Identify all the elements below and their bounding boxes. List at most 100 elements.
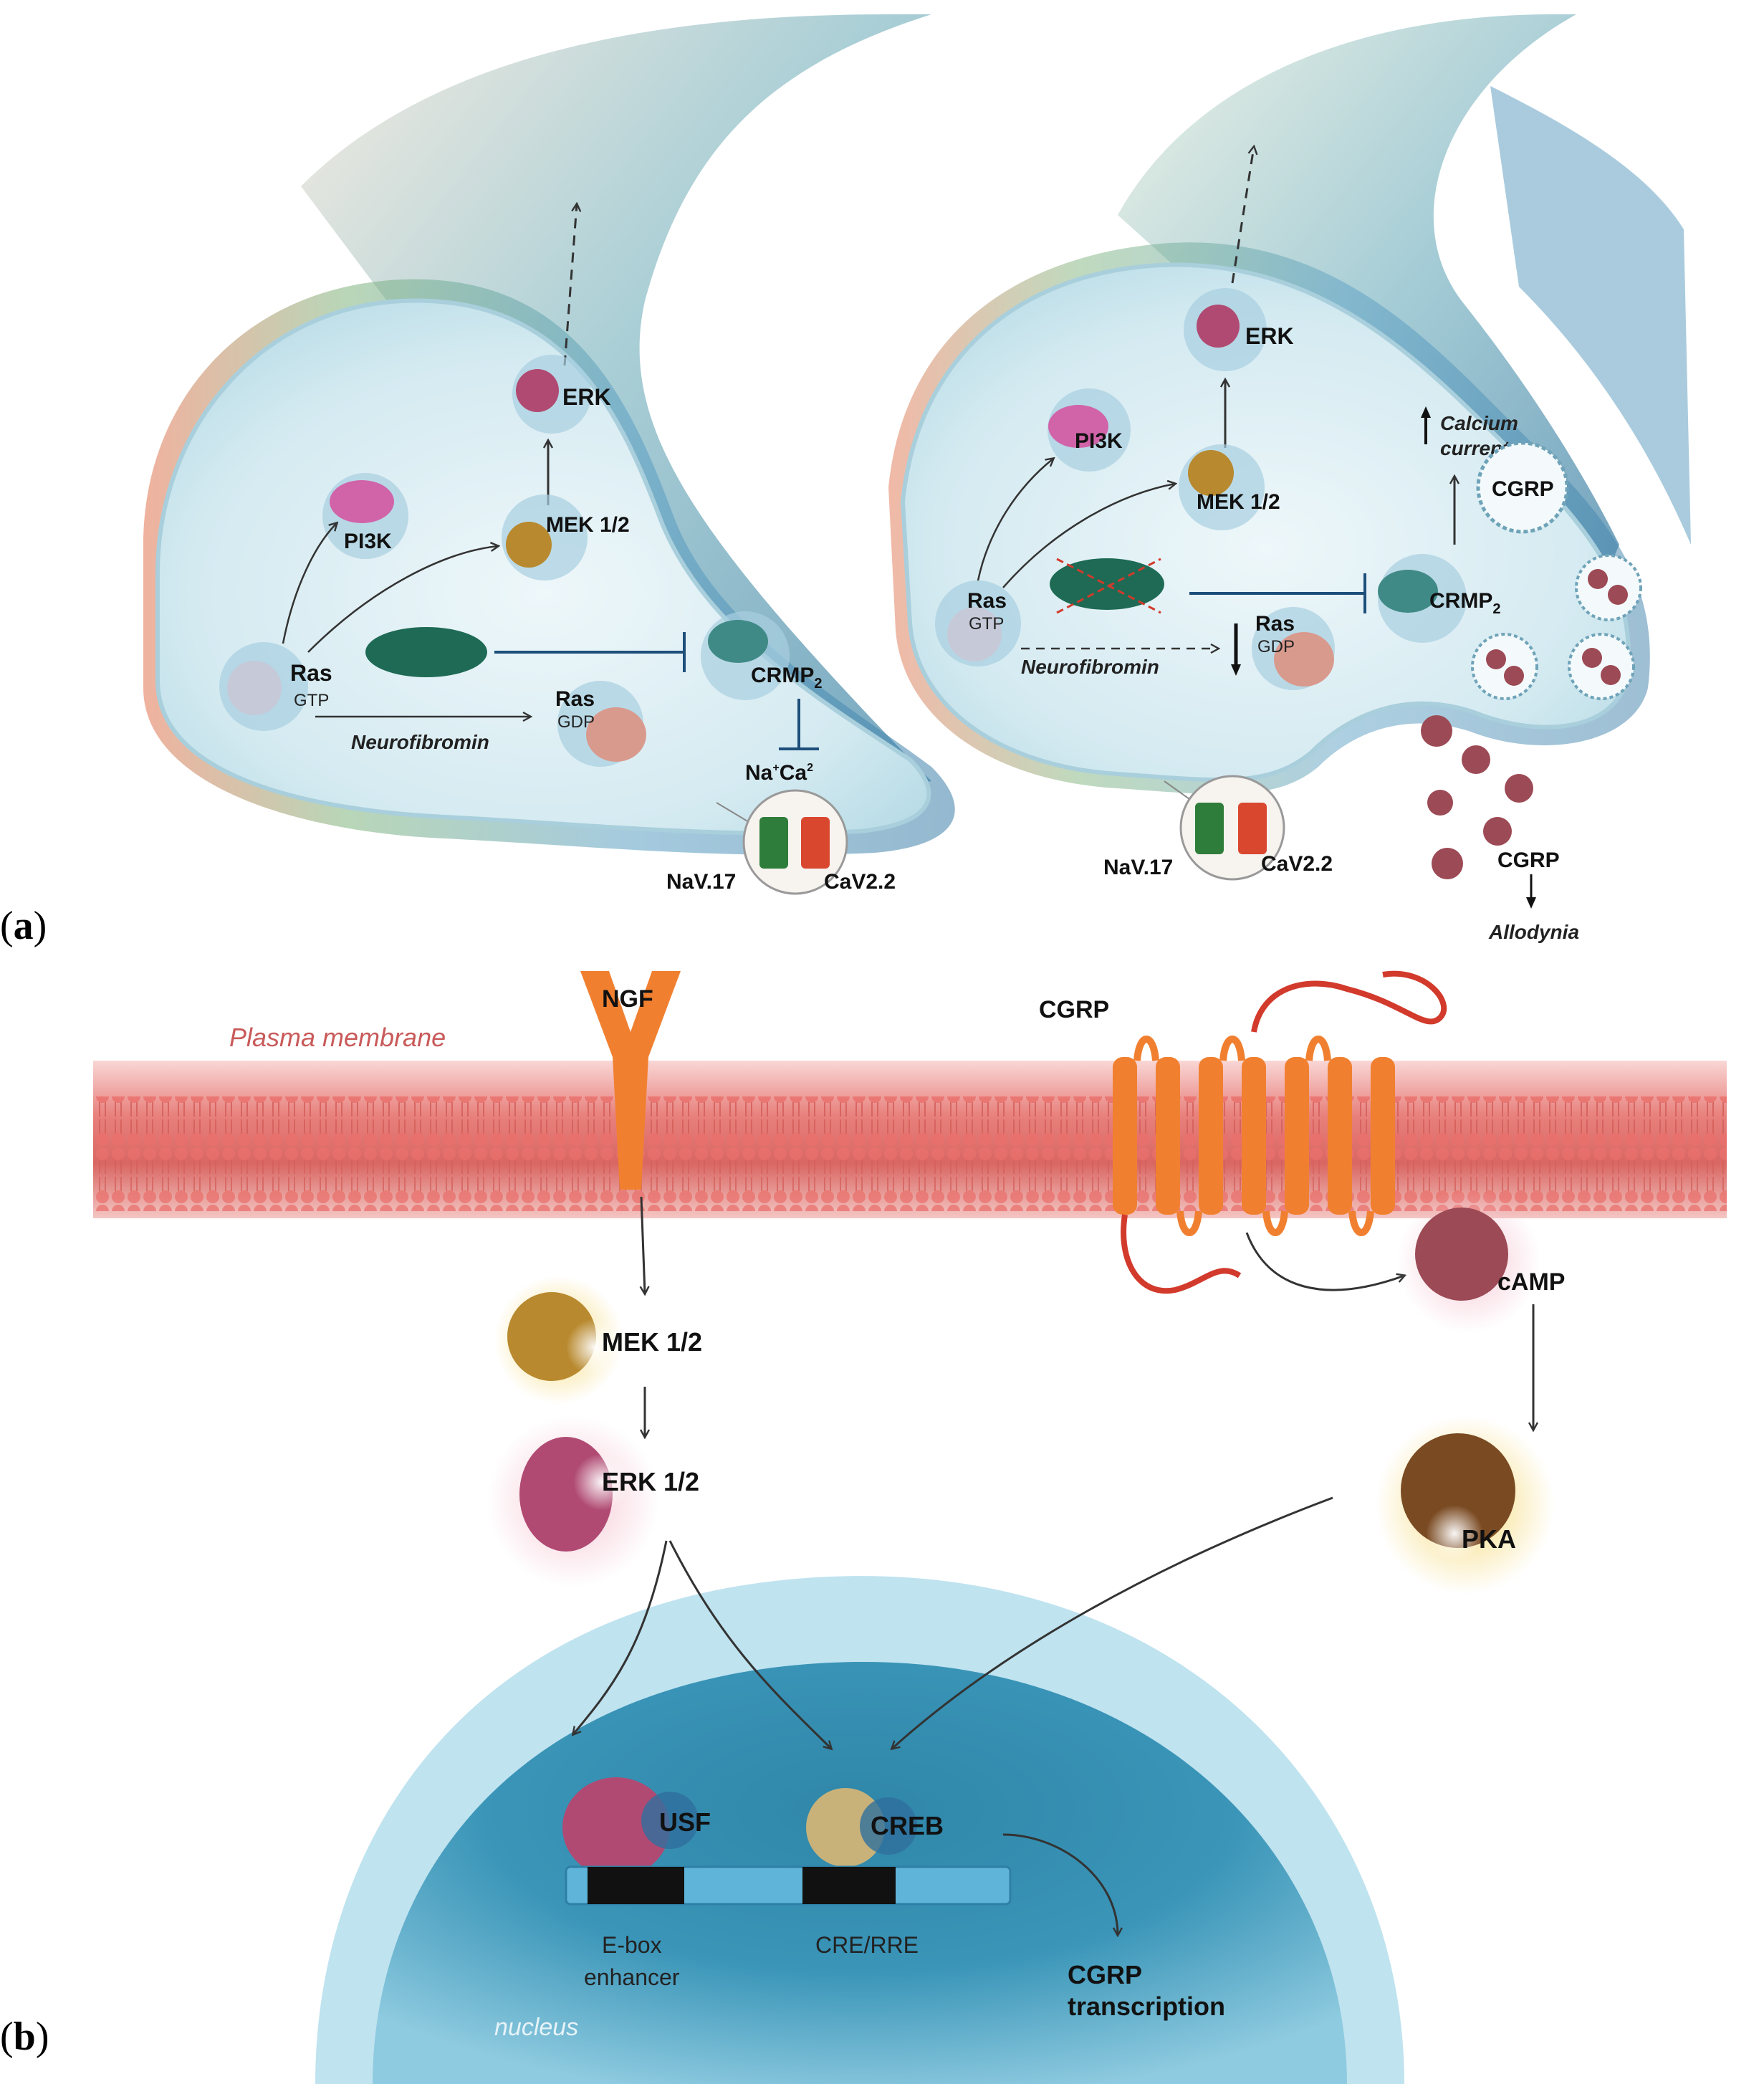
ras-gdp-label-left: Ras [555, 687, 595, 711]
cav-channel-left [801, 817, 830, 869]
usf-label: USF [659, 1807, 711, 1837]
mek-protein-left [506, 522, 552, 568]
ras-gtp-protein-left [227, 661, 282, 715]
cre-label: CRE/RRE [815, 1932, 919, 1958]
tm-helix-3 [1199, 1057, 1223, 1215]
cgrp-receptor-loops-top [1133, 1036, 1331, 1061]
cav-channel-right [1238, 803, 1267, 854]
pi3k-protein-right [1048, 405, 1108, 448]
ras-gtp-protein-right [947, 607, 1002, 661]
cav-label-left: CaV2.2 [824, 870, 896, 894]
ras-label-left: Ras [290, 660, 332, 686]
tm-helix-7 [1371, 1057, 1395, 1215]
pi3k-label-right: PI3K [1075, 429, 1123, 453]
left-pathway: ERK MEK 1/2 PI3K Ras GTP Neurofibromin R… [219, 204, 896, 895]
released-cgrp-4 [1427, 790, 1453, 816]
arrow-ras-pi3k-right [977, 459, 1053, 581]
erk-protein-left [516, 369, 559, 412]
cav-label-right: CaV2.2 [1261, 852, 1333, 876]
calcium-line1-right: Calcium [1440, 412, 1518, 434]
cre-block [802, 1867, 896, 1904]
neurofibromin-protein-right [1050, 558, 1164, 610]
plasma-membrane-lipids [93, 1096, 1727, 1154]
arrow-pka-creb [892, 1496, 1333, 1749]
nav-channel-left [759, 817, 788, 869]
crmp-protein-left [708, 620, 768, 663]
ras-gdp-label-right: Ras [1255, 612, 1295, 636]
gtp-label-right: GTP [969, 614, 1004, 634]
erk-label-right: ERK [1245, 323, 1294, 349]
neurofibromin-label-left: Neurofibromin [351, 731, 489, 753]
mek-label-right: MEK 1/2 [1197, 490, 1280, 514]
arrow-receptor-camp [1245, 1232, 1404, 1291]
tm-helix-2 [1156, 1057, 1180, 1215]
pi3k-label-left: PI3K [344, 530, 392, 553]
arrow-creb-transcription [1002, 1833, 1118, 1935]
erk-label-b: ERK 1/2 [602, 1467, 699, 1496]
arrow-erk-creb [668, 1540, 831, 1749]
arrow-ras-mek-left [307, 546, 498, 653]
mek-spot-b [566, 1319, 623, 1376]
released-cgrp-3 [1505, 774, 1533, 803]
vesicle-3-cargo-b [1601, 665, 1621, 685]
tm-helix-4 [1242, 1057, 1266, 1215]
mek-protein-right [1188, 450, 1234, 496]
ras-label-right: Ras [967, 589, 1007, 613]
erk-spot-b [573, 1453, 631, 1511]
vesicle-1 [1575, 554, 1642, 621]
transcription-line2: transcription [1068, 1992, 1225, 2021]
ebox-block [588, 1867, 684, 1904]
erk-protein-right [1197, 305, 1240, 348]
usf-circle [641, 1792, 699, 1849]
plasma-membrane-label: Plasma membrane [229, 1023, 446, 1052]
vesicle-1-cargo-b [1608, 585, 1628, 605]
vesicle-1-cargo-a [1588, 569, 1608, 589]
gdp-label-left: GDP [557, 712, 595, 732]
cgrp-receptor: CGRP [1039, 970, 1447, 1294]
neurofibromin-label-right: Neurofibromin [1021, 656, 1159, 678]
crmp-label-left: CRMP2 [751, 664, 822, 692]
cgrp-receptor-intracellular-tail [1121, 1214, 1242, 1294]
ngf-label: NGF [602, 985, 653, 1013]
creb-protein [806, 1788, 885, 1867]
crmp-label-right: CRMP2 [1429, 589, 1500, 617]
panel-b-tag: (b) [0, 2014, 49, 2059]
vesicle-3 [1568, 633, 1635, 700]
pka-protein [1401, 1433, 1515, 1548]
vesicle-2-cargo-a [1486, 649, 1506, 669]
vesicle-2-cargo-b [1504, 666, 1524, 686]
camp-label: cAMP [1497, 1268, 1565, 1296]
nav-label-right: NaV.17 [1103, 856, 1173, 879]
arrow-ras-pi3k-left [282, 523, 337, 644]
cgrp-vesicle-right [1476, 441, 1569, 534]
gtp-label-left: GTP [294, 691, 329, 710]
nucleus-label: nucleus [494, 2014, 578, 2041]
panel-b: Plasma membrane NGF CGRP MEK 1/2 [0, 970, 1727, 2084]
na-ca-label-left: Na+Ca2 [745, 761, 813, 785]
cgrp-vesicle-label: CGRP [1492, 477, 1554, 501]
pka-label: PKA [1462, 1524, 1516, 1554]
allodynia-label: Allodynia [1488, 921, 1579, 943]
nav-label-left: NaV.17 [666, 870, 736, 894]
nav-channel-right [1195, 803, 1224, 854]
pi3k-protein-left [330, 480, 394, 523]
pka-spot [1426, 1505, 1483, 1562]
usf-protein [562, 1777, 670, 1878]
ebox-line2: enhancer [584, 1964, 680, 1990]
released-cgrp-5 [1483, 817, 1512, 846]
arrow-erk-out-left [563, 204, 577, 366]
channel-pointer-right [1164, 780, 1190, 800]
arrow-ras-mek-right [1002, 484, 1175, 588]
released-cgrp-1 [1421, 715, 1452, 747]
panel-a-tag: (a) [0, 904, 47, 948]
mek-label-left: MEK 1/2 [546, 513, 630, 537]
arrow-erk-out-right [1231, 147, 1254, 284]
cgrp-receptor-label: CGRP [1039, 996, 1109, 1023]
creb-circle [860, 1797, 917, 1855]
axon-right-2 [1490, 86, 1691, 545]
cgrp-release-label: CGRP [1497, 849, 1560, 872]
tm-helix-1 [1113, 1057, 1137, 1215]
ras-gdp-protein-left [586, 707, 646, 762]
cgrp-receptor-loops-bottom [1176, 1210, 1374, 1236]
